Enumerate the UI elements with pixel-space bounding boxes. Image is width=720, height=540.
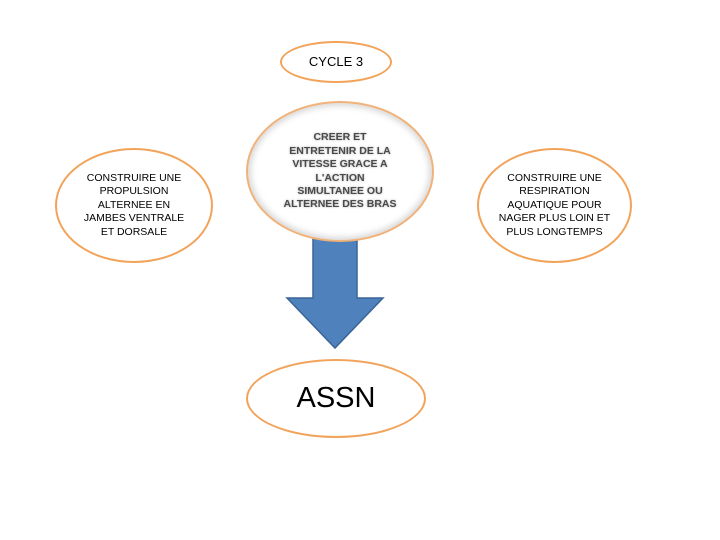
center-goal-label: CREER ET ENTRETENIR DE LA VITESSE GRACE … — [283, 131, 397, 211]
down-arrow-shape — [285, 231, 385, 350]
right-goal-node: CONSTRUIRE UNE RESPIRATION AQUATIQUE POU… — [477, 148, 632, 263]
left-goal-label: CONSTRUIRE UNE PROPULSION ALTERNEE EN JA… — [83, 171, 185, 238]
cycle-title-label: CYCLE 3 — [308, 53, 364, 69]
right-goal-label: CONSTRUIRE UNE RESPIRATION AQUATIQUE POU… — [498, 171, 611, 238]
assn-label: ASSN — [296, 381, 376, 414]
center-goal-node: CREER ET ENTRETENIR DE LA VITESSE GRACE … — [246, 101, 434, 242]
cycle-title-node: CYCLE 3 — [280, 41, 392, 83]
assn-node: ASSN — [246, 359, 426, 438]
left-goal-node: CONSTRUIRE UNE PROPULSION ALTERNEE EN JA… — [55, 148, 213, 263]
down-arrow — [285, 231, 385, 350]
